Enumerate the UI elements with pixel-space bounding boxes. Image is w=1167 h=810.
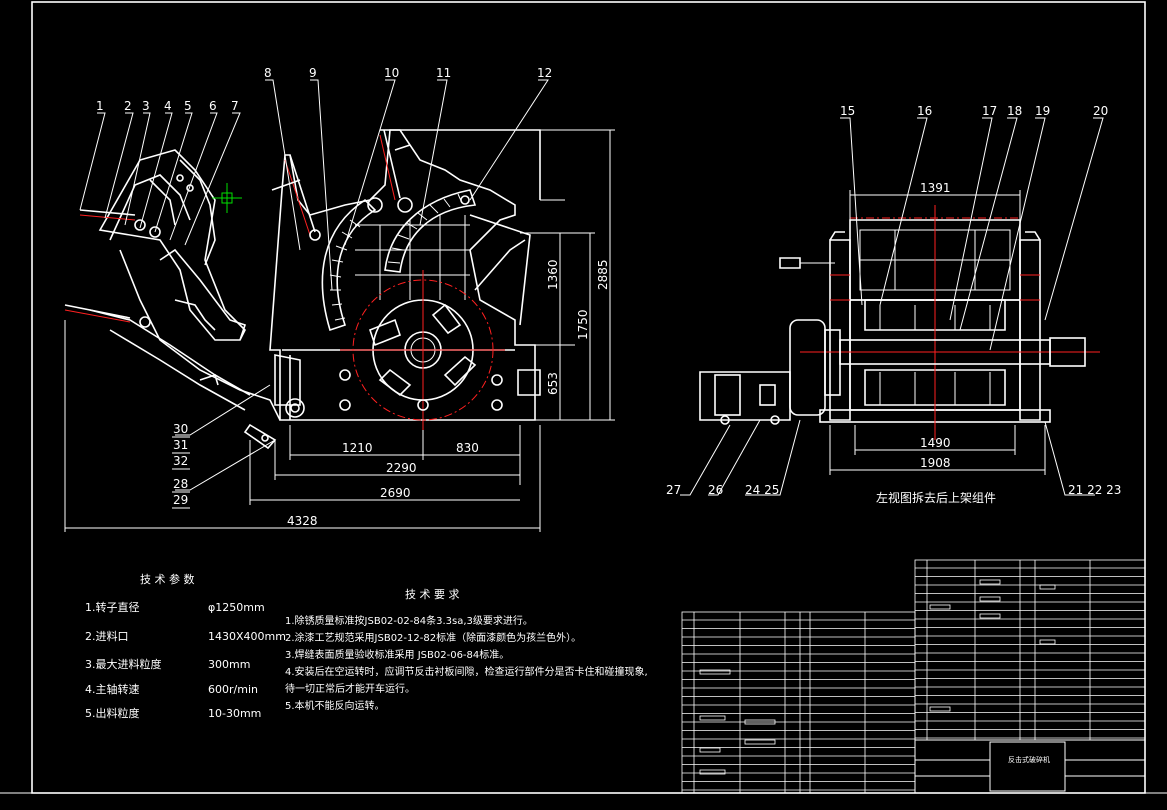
part-label: 19 <box>1035 104 1050 118</box>
table-cell-mark <box>1039 639 1056 645</box>
part-label: 1 <box>96 99 104 113</box>
table-cell-mark <box>979 579 1001 585</box>
front-view: 1 2 3 4 5 6 7 8 9 10 11 12 30 31 32 28 2… <box>64 66 615 532</box>
table-cell-mark <box>744 739 776 745</box>
part-label: 10 <box>384 66 399 80</box>
part-label: 18 <box>1007 104 1022 118</box>
title-block: 反击式破碎机 <box>914 739 1146 794</box>
requirement-line: 2.涂漆工艺规范采用JSB02-12-82标准（除面漆颜色为孩兰色外）。 <box>285 631 581 644</box>
tech-requirements: 技 术 要 求 1.除锈质量标准按JSB02-02-84条3.3sa,3级要求进… <box>285 588 648 712</box>
param-label: 2.进料口 <box>85 629 129 643</box>
part-label: 12 <box>537 66 552 80</box>
part-label: 7 <box>231 99 239 113</box>
part-label: 2 <box>124 99 132 113</box>
requirements-heading: 技 术 要 求 <box>405 588 460 601</box>
part-label: 3 <box>142 99 150 113</box>
param-label: 4.主轴转速 <box>85 682 140 696</box>
requirement-line: 待一切正常后才能开车运行。 <box>285 682 415 695</box>
param-value: φ1250mm <box>208 601 265 614</box>
part-label: 9 <box>309 66 317 80</box>
table-cell-mark <box>929 706 951 712</box>
part-label: 6 <box>209 99 217 113</box>
dim-label: 4328 <box>287 514 318 528</box>
part-label: 29 <box>173 493 188 507</box>
dim-label: 653 <box>546 372 560 395</box>
part-label: 15 <box>840 104 855 118</box>
part-label: 5 <box>184 99 192 113</box>
param-value: 300mm <box>208 658 250 671</box>
param-value: 10-30mm <box>208 707 261 720</box>
part-label: 20 <box>1093 104 1108 118</box>
part-label: 8 <box>264 66 272 80</box>
part-label: 27 <box>666 483 681 497</box>
table-cell-mark <box>1039 584 1056 590</box>
param-label: 3.最大进料粒度 <box>85 657 162 671</box>
dim-label: 830 <box>456 441 479 455</box>
table-cell-mark <box>979 596 1001 602</box>
requirement-line: 5.本机不能反向运转。 <box>285 699 385 712</box>
dim-label: 2290 <box>386 461 417 475</box>
part-label: 32 <box>173 454 188 468</box>
drawing-title: 反击式破碎机 <box>1008 755 1050 764</box>
table-cell-mark <box>979 613 1001 619</box>
param-label: 1.转子直径 <box>85 600 140 614</box>
dim-label: 1391 <box>920 181 951 195</box>
parts-list-upper <box>914 559 1146 741</box>
table-cell-mark <box>914 559 1146 741</box>
requirement-line: 1.除锈质量标准按JSB02-02-84条3.3sa,3级要求进行。 <box>285 614 533 627</box>
part-label: 30 <box>173 422 188 436</box>
table-cell-mark <box>699 669 731 675</box>
table-cell-mark <box>699 715 726 721</box>
table-cell-mark <box>744 719 776 725</box>
dim-label: 1360 <box>546 259 560 290</box>
param-label: 5.出料粒度 <box>85 706 140 720</box>
parts-list-lower <box>681 611 916 794</box>
param-value: 1430X400mm <box>208 630 286 643</box>
part-label: 28 <box>173 477 188 491</box>
dim-label: 1908 <box>920 456 951 470</box>
param-value: 600r/min <box>208 683 258 696</box>
table-cell-mark <box>681 611 916 794</box>
part-label: 4 <box>164 99 172 113</box>
part-label: 26 <box>708 483 723 497</box>
table-cell-mark <box>699 769 726 775</box>
dim-label: 2885 <box>596 259 610 290</box>
dim-label: 1750 <box>576 309 590 340</box>
side-view: 15 16 17 18 19 20 27 26 24 25 21 22 23 1… <box>666 104 1121 505</box>
tech-params-heading: 技 术 参 数 <box>140 572 195 586</box>
part-label: 16 <box>917 104 932 118</box>
tech-params: 技 术 参 数 1.转子直径 φ1250mm 2.进料口 1430X400mm … <box>85 572 286 720</box>
part-label: 17 <box>982 104 997 118</box>
requirement-line: 3.焊缝表面质量验收标准采用 JSB02-06-84标准。 <box>285 648 509 661</box>
requirement-line: 4.安装后在空运转时，应调节反击衬板间隙，检查运行部件分是否卡住和碰撞现象, <box>285 665 648 678</box>
view-caption: 左视图拆去后上架组件 <box>876 490 996 505</box>
table-cell-mark <box>929 604 951 610</box>
table-cell-mark <box>699 747 721 753</box>
part-label: 21 22 23 <box>1068 483 1121 497</box>
dim-label: 1490 <box>920 436 951 450</box>
part-label: 24 25 <box>745 483 779 497</box>
dim-label: 1210 <box>342 441 373 455</box>
part-label: 31 <box>173 438 188 452</box>
dim-label: 2690 <box>380 486 411 500</box>
part-label: 11 <box>436 66 451 80</box>
